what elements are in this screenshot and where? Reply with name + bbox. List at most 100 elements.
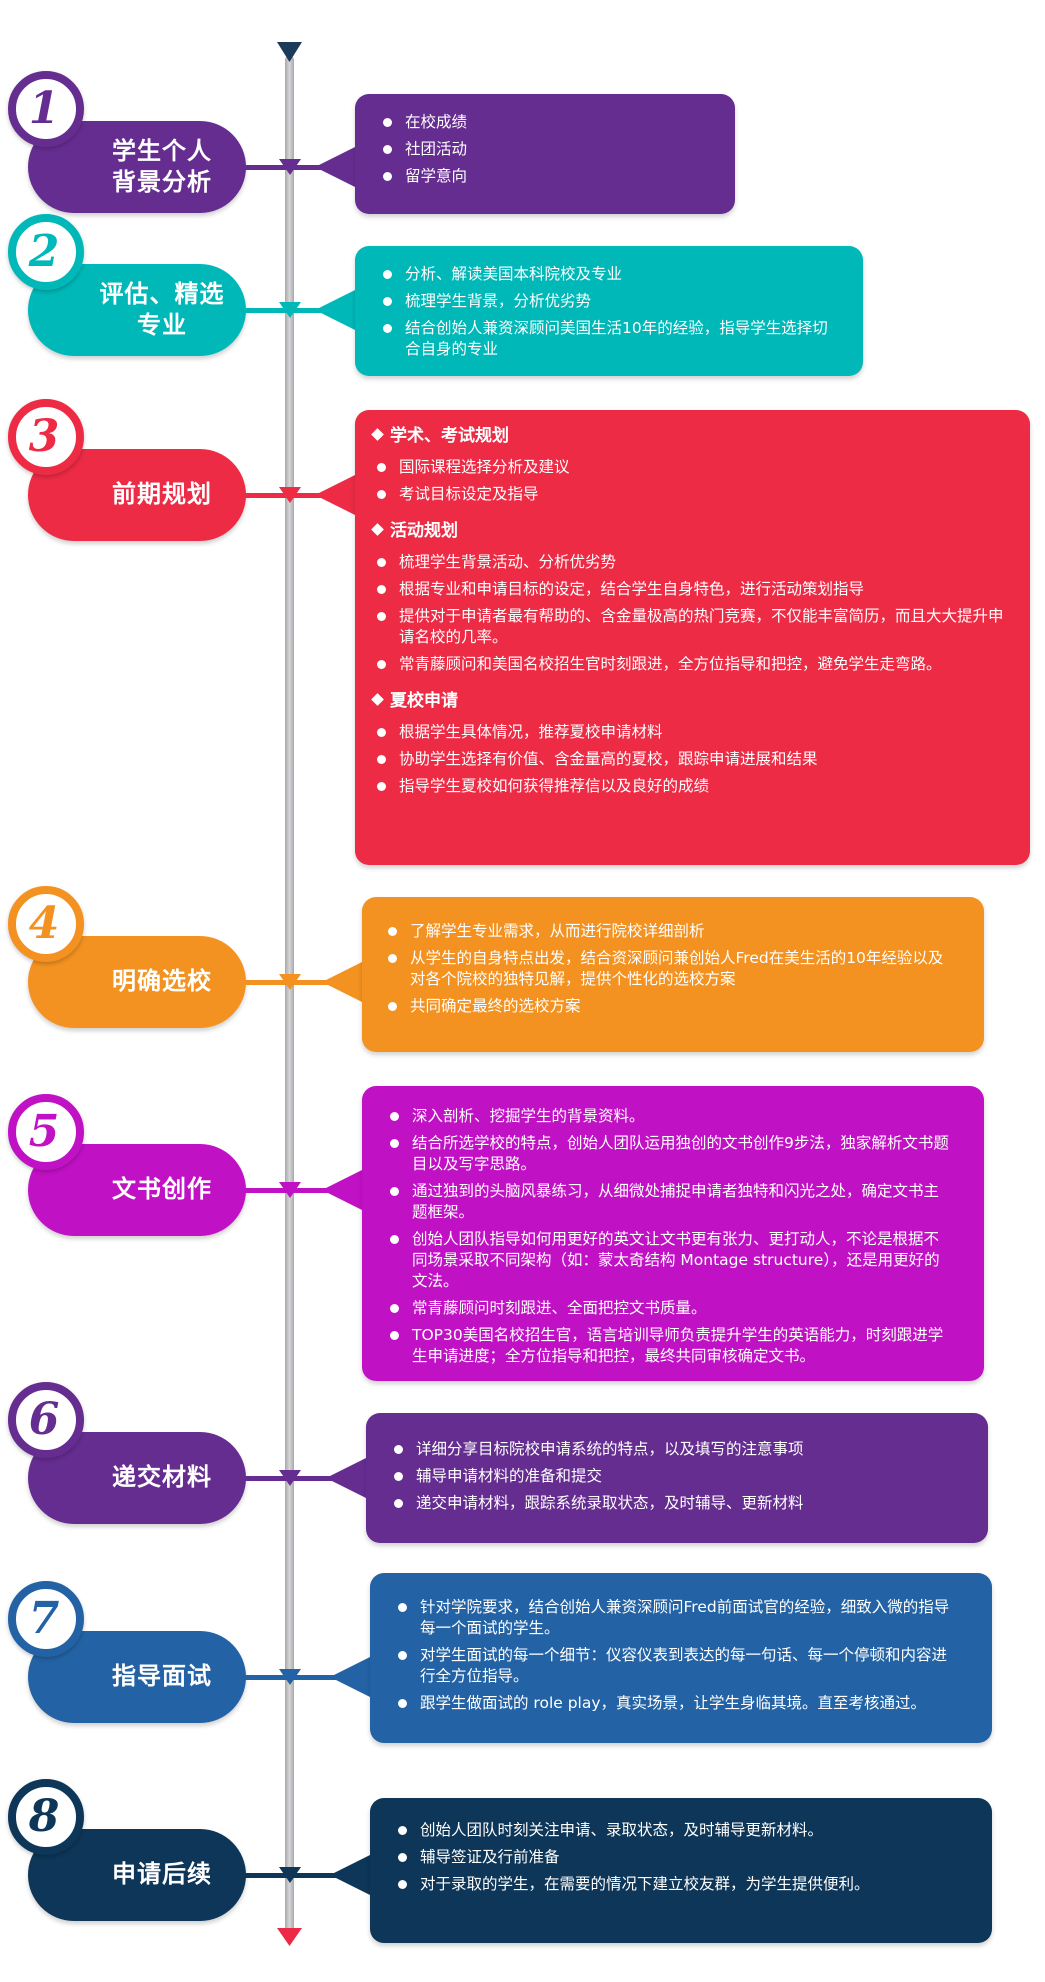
step-3-section-3: 夏校申请根据学生具体情况，推荐夏校申请材料协助学生选择有价值、含金量高的夏校，跟… — [369, 691, 1008, 797]
diamond-bullet-icon — [371, 693, 384, 706]
step-2-title-pill: 评估、精选 专业 — [28, 264, 246, 356]
list-item: 详细分享目标院校申请系统的特点，以及填写的注意事项 — [386, 1439, 958, 1460]
step-2-details-panel: 分析、解读美国本科院校及专业梳理学生背景，分析优劣势结合创始人兼资深顾问美国生活… — [355, 246, 863, 376]
step-3-panel-pointer — [315, 473, 359, 517]
step-4-number-badge: 4 — [8, 886, 84, 962]
step-3-number: 3 — [28, 411, 60, 462]
step-3-pointer-shape — [315, 473, 359, 517]
step-7-number-badge: 7 — [8, 1581, 84, 1657]
step-2-marker-shape — [278, 302, 301, 318]
timeline-top-cap — [277, 42, 302, 62]
step-2-number-badge: 2 — [8, 214, 84, 290]
section-heading-text: 学术、考试规划 — [390, 426, 509, 446]
list-item: 国际课程选择分析及建议 — [369, 457, 1008, 478]
list-item: 根据专业和申请目标的设定，结合学生自身特色，进行活动策划指导 — [369, 579, 1008, 600]
step-1-marker-shape — [278, 159, 301, 175]
step-8-marker — [278, 1867, 301, 1883]
list-item: 递交申请材料，跟踪系统录取状态，及时辅导、更新材料 — [386, 1493, 958, 1514]
list-item: 梳理学生背景，分析优劣势 — [375, 291, 839, 312]
section-heading: 活动规划 — [369, 521, 1008, 542]
step-6-details-panel: 详细分享目标院校申请系统的特点，以及填写的注意事项辅导申请材料的准备和提交递交申… — [366, 1413, 988, 1543]
list-item: 根据学生具体情况，推荐夏校申请材料 — [369, 722, 1008, 743]
section-heading-text: 活动规划 — [390, 521, 458, 541]
step-5-marker-shape — [278, 1182, 301, 1198]
step-6-number: 6 — [28, 1394, 60, 1445]
step-6-panel-pointer — [326, 1456, 370, 1500]
step-5-number: 5 — [28, 1106, 60, 1157]
step-1-number: 1 — [28, 83, 60, 134]
list-item: 对于录取的学生，在需要的情况下建立校友群，为学生提供便利。 — [390, 1874, 962, 1895]
step-1-marker — [278, 159, 301, 175]
list-item: 提供对于申请者最有帮助的、含金量极高的热门竞赛，不仅能丰富简历，而且大大提升申请… — [369, 606, 1008, 648]
step-8-title: 申请后续 — [112, 1860, 212, 1889]
step-8-panel-pointer — [330, 1853, 374, 1897]
list-item: 深入剖析、挖掘学生的背景资料。 — [382, 1106, 954, 1127]
list-item: 社团活动 — [375, 139, 717, 160]
section-heading: 夏校申请 — [369, 691, 1008, 712]
step-3-section-2: 活动规划梳理学生背景活动、分析优劣势根据专业和申请目标的设定，结合学生自身特色，… — [369, 521, 1008, 675]
step-3-section-3-list: 根据学生具体情况，推荐夏校申请材料协助学生选择有价值、含金量高的夏校，跟踪申请进… — [369, 722, 1008, 797]
step-5-title: 文书创作 — [112, 1175, 212, 1204]
list-item: 创始人团队时刻关注申请、录取状态，及时辅导更新材料。 — [390, 1820, 962, 1841]
step-5-list: 深入剖析、挖掘学生的背景资料。结合所选学校的特点，创始人团队运用独创的文书创作9… — [382, 1106, 954, 1367]
step-4-panel-pointer — [322, 960, 366, 1004]
step-3-marker — [278, 487, 301, 503]
step-4-title: 明确选校 — [112, 967, 212, 996]
list-item: 创始人团队指导如何用更好的英文让文书更有张力、更打动人，不论是根据不同场景采取不… — [382, 1229, 954, 1292]
step-3-connector — [240, 493, 325, 498]
step-8-number-badge: 8 — [8, 1779, 84, 1855]
step-4-marker-shape — [278, 974, 301, 990]
step-4-list: 了解学生专业需求，从而进行院校详细剖析从学生的自身特点出发，结合资深顾问兼创始人… — [380, 921, 954, 1017]
step-7-marker — [278, 1669, 301, 1685]
step-1-number-badge: 1 — [8, 71, 84, 147]
list-item: 了解学生专业需求，从而进行院校详细剖析 — [380, 921, 954, 942]
step-2-title: 评估、精选 专业 — [99, 279, 225, 339]
list-item: 对学生面试的每一个细节：仪容仪表到表达的每一句话、每一个停顿和内容进行全方位指导… — [390, 1645, 956, 1687]
step-1-title: 学生个人 背景分析 — [112, 136, 212, 196]
step-8-details-panel: 创始人团队时刻关注申请、录取状态，及时辅导更新材料。辅导签证及行前准备对于录取的… — [370, 1798, 992, 1943]
list-item: 考试目标设定及指导 — [369, 484, 1008, 505]
list-item: 跟学生做面试的 role play，真实场景，让学生身临其境。直至考核通过。 — [390, 1693, 956, 1714]
list-item: 辅导签证及行前准备 — [390, 1847, 962, 1868]
top-cap-shape — [277, 42, 302, 62]
step-1-list: 在校成绩社团活动留学意向 — [375, 112, 717, 187]
list-item: 结合所选学校的特点，创始人团队运用独创的文书创作9步法，独家解析文书题目以及写字… — [382, 1133, 954, 1175]
step-6-title: 递交材料 — [112, 1463, 212, 1492]
step-7-details-panel: 针对学院要求，结合创始人兼资深顾问Fred前面试官的经验，细致入微的指导每一个面… — [370, 1573, 992, 1743]
step-8-pointer-shape — [330, 1853, 374, 1897]
list-item: 共同确定最终的选校方案 — [380, 996, 954, 1017]
step-5-details-panel: 深入剖析、挖掘学生的背景资料。结合所选学校的特点，创始人团队运用独创的文书创作9… — [362, 1086, 984, 1381]
step-2-list: 分析、解读美国本科院校及专业梳理学生背景，分析优劣势结合创始人兼资深顾问美国生活… — [375, 264, 839, 360]
step-7-marker-shape — [278, 1669, 301, 1685]
list-item: 从学生的自身特点出发，结合资深顾问兼创始人Fred在美生活的10年经验以及对各个… — [380, 948, 954, 990]
list-item: 辅导申请材料的准备和提交 — [386, 1466, 958, 1487]
step-4-details-panel: 了解学生专业需求，从而进行院校详细剖析从学生的自身特点出发，结合资深顾问兼创始人… — [362, 897, 984, 1052]
diamond-bullet-icon — [371, 523, 384, 536]
step-6-number-badge: 6 — [8, 1382, 84, 1458]
step-7-title: 指导面试 — [112, 1662, 212, 1691]
step-3-marker-shape — [278, 487, 301, 503]
step-2-connector — [240, 308, 325, 313]
list-item: 通过独到的头脑风暴练习，从细微处捕捉申请者独特和闪光之处，确定文书主题框架。 — [382, 1181, 954, 1223]
step-8-marker-shape — [278, 1867, 301, 1883]
list-item: 留学意向 — [375, 166, 717, 187]
diamond-bullet-icon — [371, 428, 384, 441]
list-item: 常青藤顾问和美国名校招生官时刻跟进，全方位指导和把控，避免学生走弯路。 — [369, 654, 1008, 675]
bottom-cap-shape — [277, 1928, 302, 1946]
list-item: 分析、解读美国本科院校及专业 — [375, 264, 839, 285]
step-5-panel-pointer — [322, 1168, 366, 1212]
section-heading-text: 夏校申请 — [390, 691, 458, 711]
list-item: 协助学生选择有价值、含金量高的夏校，跟踪申请进展和结果 — [369, 749, 1008, 770]
step-2-marker — [278, 302, 301, 318]
step-4-marker — [278, 974, 301, 990]
step-7-panel-pointer — [330, 1655, 374, 1699]
list-item: TOP30美国名校招生官，语言培训导师负责提升学生的英语能力，时刻跟进学生申请进… — [382, 1325, 954, 1367]
step-6-list: 详细分享目标院校申请系统的特点，以及填写的注意事项辅导申请材料的准备和提交递交申… — [386, 1439, 958, 1514]
timeline-line — [285, 56, 294, 1931]
list-item: 在校成绩 — [375, 112, 717, 133]
step-3-section-1-list: 国际课程选择分析及建议考试目标设定及指导 — [369, 457, 1008, 505]
list-item: 梳理学生背景活动、分析优劣势 — [369, 552, 1008, 573]
step-6-marker-shape — [278, 1470, 301, 1486]
step-3-section-2-list: 梳理学生背景活动、分析优劣势根据专业和申请目标的设定，结合学生自身特色，进行活动… — [369, 552, 1008, 675]
step-3-number-badge: 3 — [8, 399, 84, 475]
